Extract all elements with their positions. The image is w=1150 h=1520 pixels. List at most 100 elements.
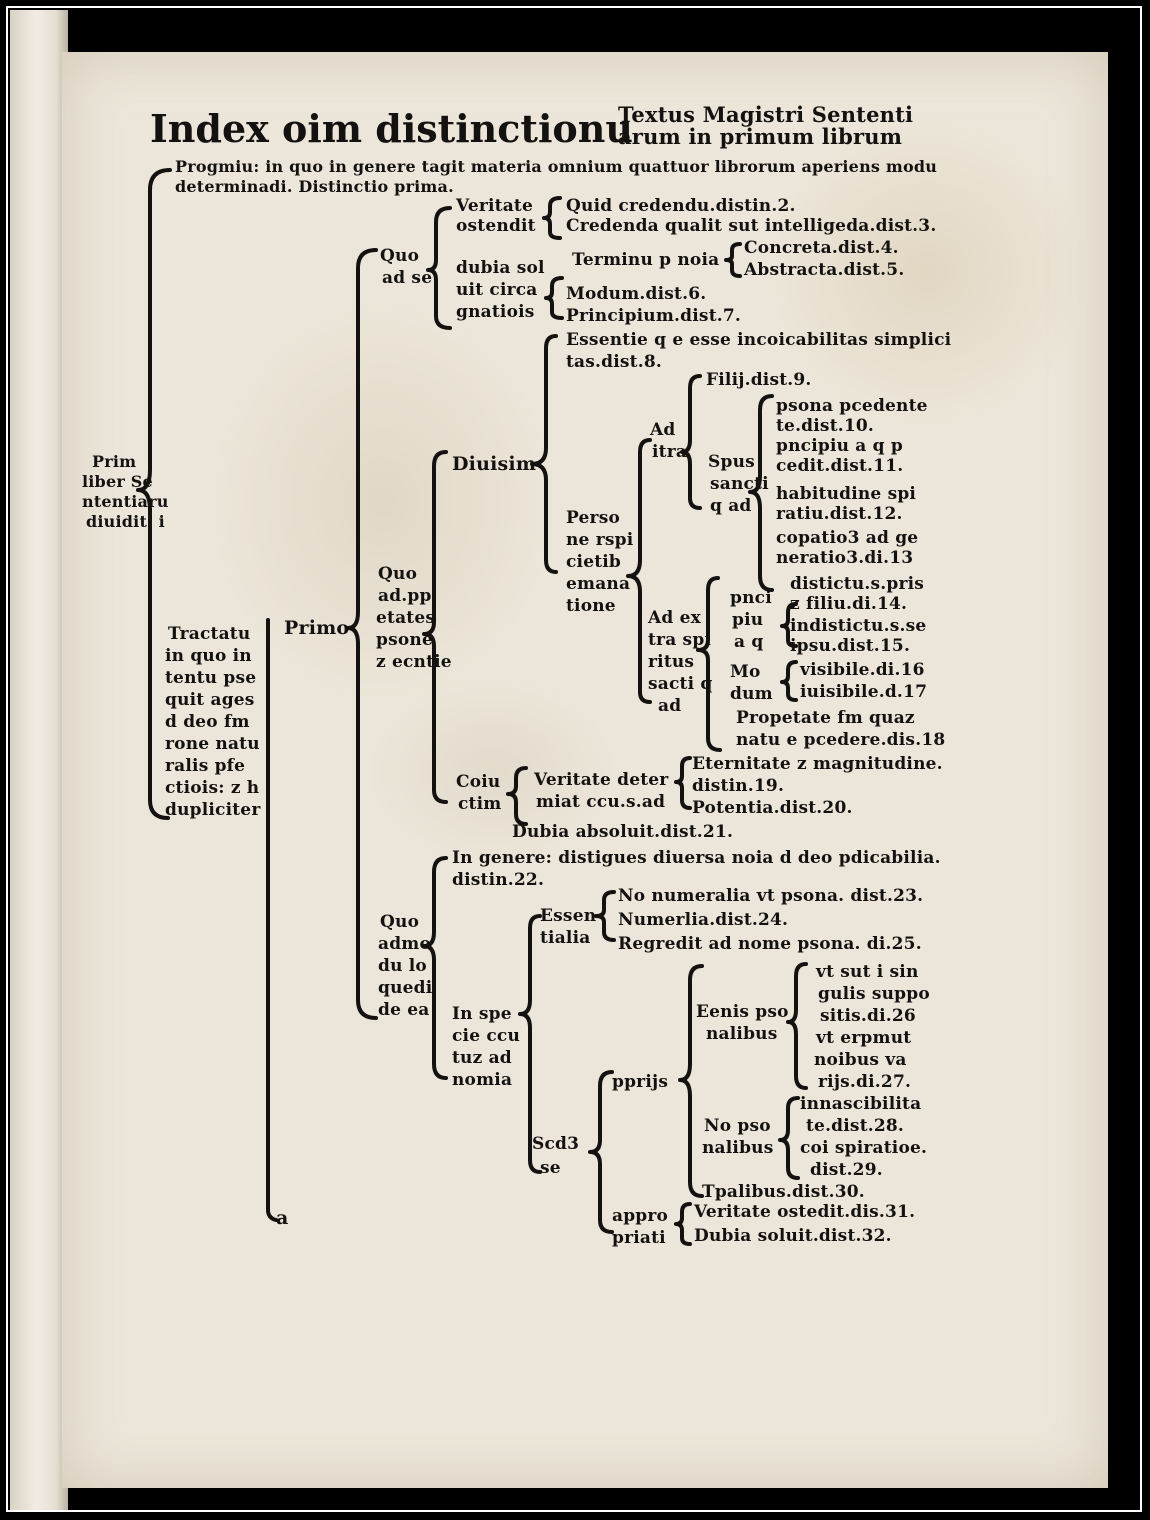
eternis-item-2: gulis suppo — [818, 984, 930, 1004]
eternis-1: Eenis pso — [696, 1002, 789, 1022]
non-psonalibus-item-3: coi spiratioe. — [800, 1138, 928, 1158]
dubia-soluit: Dubia soluit.dist.32. — [694, 1226, 892, 1246]
persone-4: emana — [566, 574, 631, 594]
subtitle-line-1: Textus Magistri Sententi — [618, 102, 914, 127]
prologue-line-2: determinadi. Distinctio prima. — [175, 177, 454, 196]
footer-mark: a — [276, 1207, 289, 1229]
ad-extra-4: sacti q — [648, 674, 713, 694]
tractatus-3: tentu pse — [165, 668, 257, 688]
primus-liber-4: diuidit. i — [86, 512, 165, 531]
dubia-3: gnatiois — [456, 302, 535, 322]
secundum-se-2: se — [540, 1158, 561, 1178]
modum-ad-extra-2: dum — [730, 684, 773, 704]
ad-extra-1: Ad ex — [648, 608, 701, 628]
proprietates-5: z ecntie — [376, 652, 452, 672]
eternis-2: nalibus — [706, 1024, 778, 1044]
eternitate: Eternitate z magnitudine. — [692, 754, 943, 774]
non-psonalibus-item-1: innascibilita — [800, 1094, 922, 1114]
secundum-se-1: Scd3 — [532, 1134, 580, 1154]
persone-1: Perso — [566, 508, 621, 528]
quid-credendum: Quid credendu.distin.2. — [566, 196, 796, 216]
right-item-3: pncipiu a q p — [776, 436, 903, 456]
ad-extra-5: ad — [658, 696, 682, 716]
numeralia: Numerlia.dist.24. — [618, 910, 789, 930]
brace-proprietates — [422, 450, 448, 804]
regreditur: Regredit ad nome psona. di.25. — [618, 934, 922, 954]
brace-quo-ad-se — [426, 206, 452, 330]
brace-outer — [136, 168, 172, 820]
quomodo-3: du lo — [378, 956, 427, 976]
spus-sancti-1: Spus — [708, 452, 755, 472]
tractatus-4: quit ages — [165, 690, 255, 710]
right-item-1: psona pcedente — [776, 396, 928, 416]
ad-extra-2: tra spi — [648, 630, 712, 650]
principium-3: a q — [734, 632, 764, 652]
tractatus-6: rone natu — [165, 734, 260, 754]
in-specie-3: tuz ad — [452, 1048, 512, 1068]
brace-appropriatis — [674, 1202, 692, 1246]
coniunctim-1: Coiu — [456, 772, 501, 792]
tractatus-8: ctiois: z h — [165, 778, 260, 798]
brace-essentialia — [594, 890, 616, 942]
brace-secundum-se — [588, 1070, 614, 1234]
brace-spus-sancti — [748, 394, 774, 592]
subtitle-line-2: arum in primum librum — [618, 124, 903, 149]
appropriatis-1: appro — [612, 1206, 669, 1226]
essentie-line-2: tas.dist.8. — [566, 352, 662, 372]
non-numeralia: No numeralia vt psona. dist.23. — [618, 886, 924, 906]
terminum: Terminu p noia — [572, 250, 720, 270]
quo-ad-se-2: ad se — [382, 268, 433, 288]
quomodo-2: admo — [378, 934, 432, 954]
modum-ad-extra-1: Mo — [730, 662, 761, 682]
coniunctim-2: ctim — [458, 794, 502, 814]
quomodo-5: de ea — [378, 1000, 430, 1020]
dubia-1: dubia sol — [456, 258, 545, 278]
proprietates-3: etates — [376, 608, 436, 628]
in-specie-4: nomia — [452, 1070, 513, 1090]
veritatem-determinat-2: miat ccu.s.ad — [536, 792, 666, 812]
in-genere-line-2: distin.22. — [452, 870, 545, 890]
persone-5: tione — [566, 596, 616, 616]
filii: Filij.dist.9. — [706, 370, 812, 390]
right-item-7: copatio3 ad ge — [776, 528, 919, 548]
brace-eternis — [786, 962, 808, 1090]
proprietates-1: Quo — [378, 564, 418, 584]
right-item-9: distictu.s.pris — [790, 574, 925, 594]
concreta: Concreta.dist.4. — [744, 238, 899, 258]
dubia-absoluit: Dubia absoluit.dist.21. — [512, 822, 734, 842]
principium-2: piu — [732, 610, 764, 630]
potentia: Potentia.dist.20. — [692, 798, 853, 818]
brace-tractatus — [266, 618, 278, 1222]
brace-principium — [780, 602, 798, 648]
non-psonalibus-item-2: te.dist.28. — [806, 1116, 905, 1136]
primo-label: Primo — [284, 617, 350, 639]
persone-3: cietib — [566, 552, 622, 572]
in-specie-1: In spe — [452, 1004, 512, 1024]
primus-liber-1: Prim — [92, 452, 137, 471]
dubia-2: uit circa — [456, 280, 538, 300]
right-item-6: ratiu.dist.12. — [776, 504, 903, 524]
right-item-14: iuisibile.d.17 — [800, 682, 928, 702]
non-psonalibus-item-4: dist.29. — [810, 1160, 883, 1180]
brace-persone — [626, 438, 652, 704]
essentialia-2: tialia — [540, 928, 591, 948]
proprietates-2: ad.pp — [378, 586, 432, 606]
tractatus-5: d deo fm — [165, 712, 250, 732]
tractatus-9: dupliciter — [165, 800, 261, 820]
brace-dubia — [544, 276, 564, 320]
right-item-4: cedit.dist.11. — [776, 456, 904, 476]
primus-liber-3: ntentiaru — [82, 492, 169, 511]
spus-sancti-2: sancti — [710, 474, 769, 494]
eternis-item-1: vt sut i sin — [816, 962, 919, 982]
eternis-item-5: noibus va — [814, 1050, 907, 1070]
non-psonalibus-1: No pso — [704, 1116, 771, 1136]
veritatem-ostendit: Veritate ostedit.dis.31. — [694, 1202, 916, 1222]
right-item-15: Propetate fm quaz — [736, 708, 915, 728]
brace-primo — [346, 248, 378, 1020]
essentie-line-1: Essentie q e esse incoicabilitas simplic… — [566, 330, 952, 350]
temporalibus: Tpalibus.dist.30. — [702, 1182, 865, 1202]
right-item-11: indistictu.s.se — [790, 616, 927, 636]
veritatem-determinat-1: Veritate deter — [534, 770, 669, 790]
quomodo-1: Quo — [380, 912, 420, 932]
brace-non-psonalibus — [778, 1096, 800, 1180]
